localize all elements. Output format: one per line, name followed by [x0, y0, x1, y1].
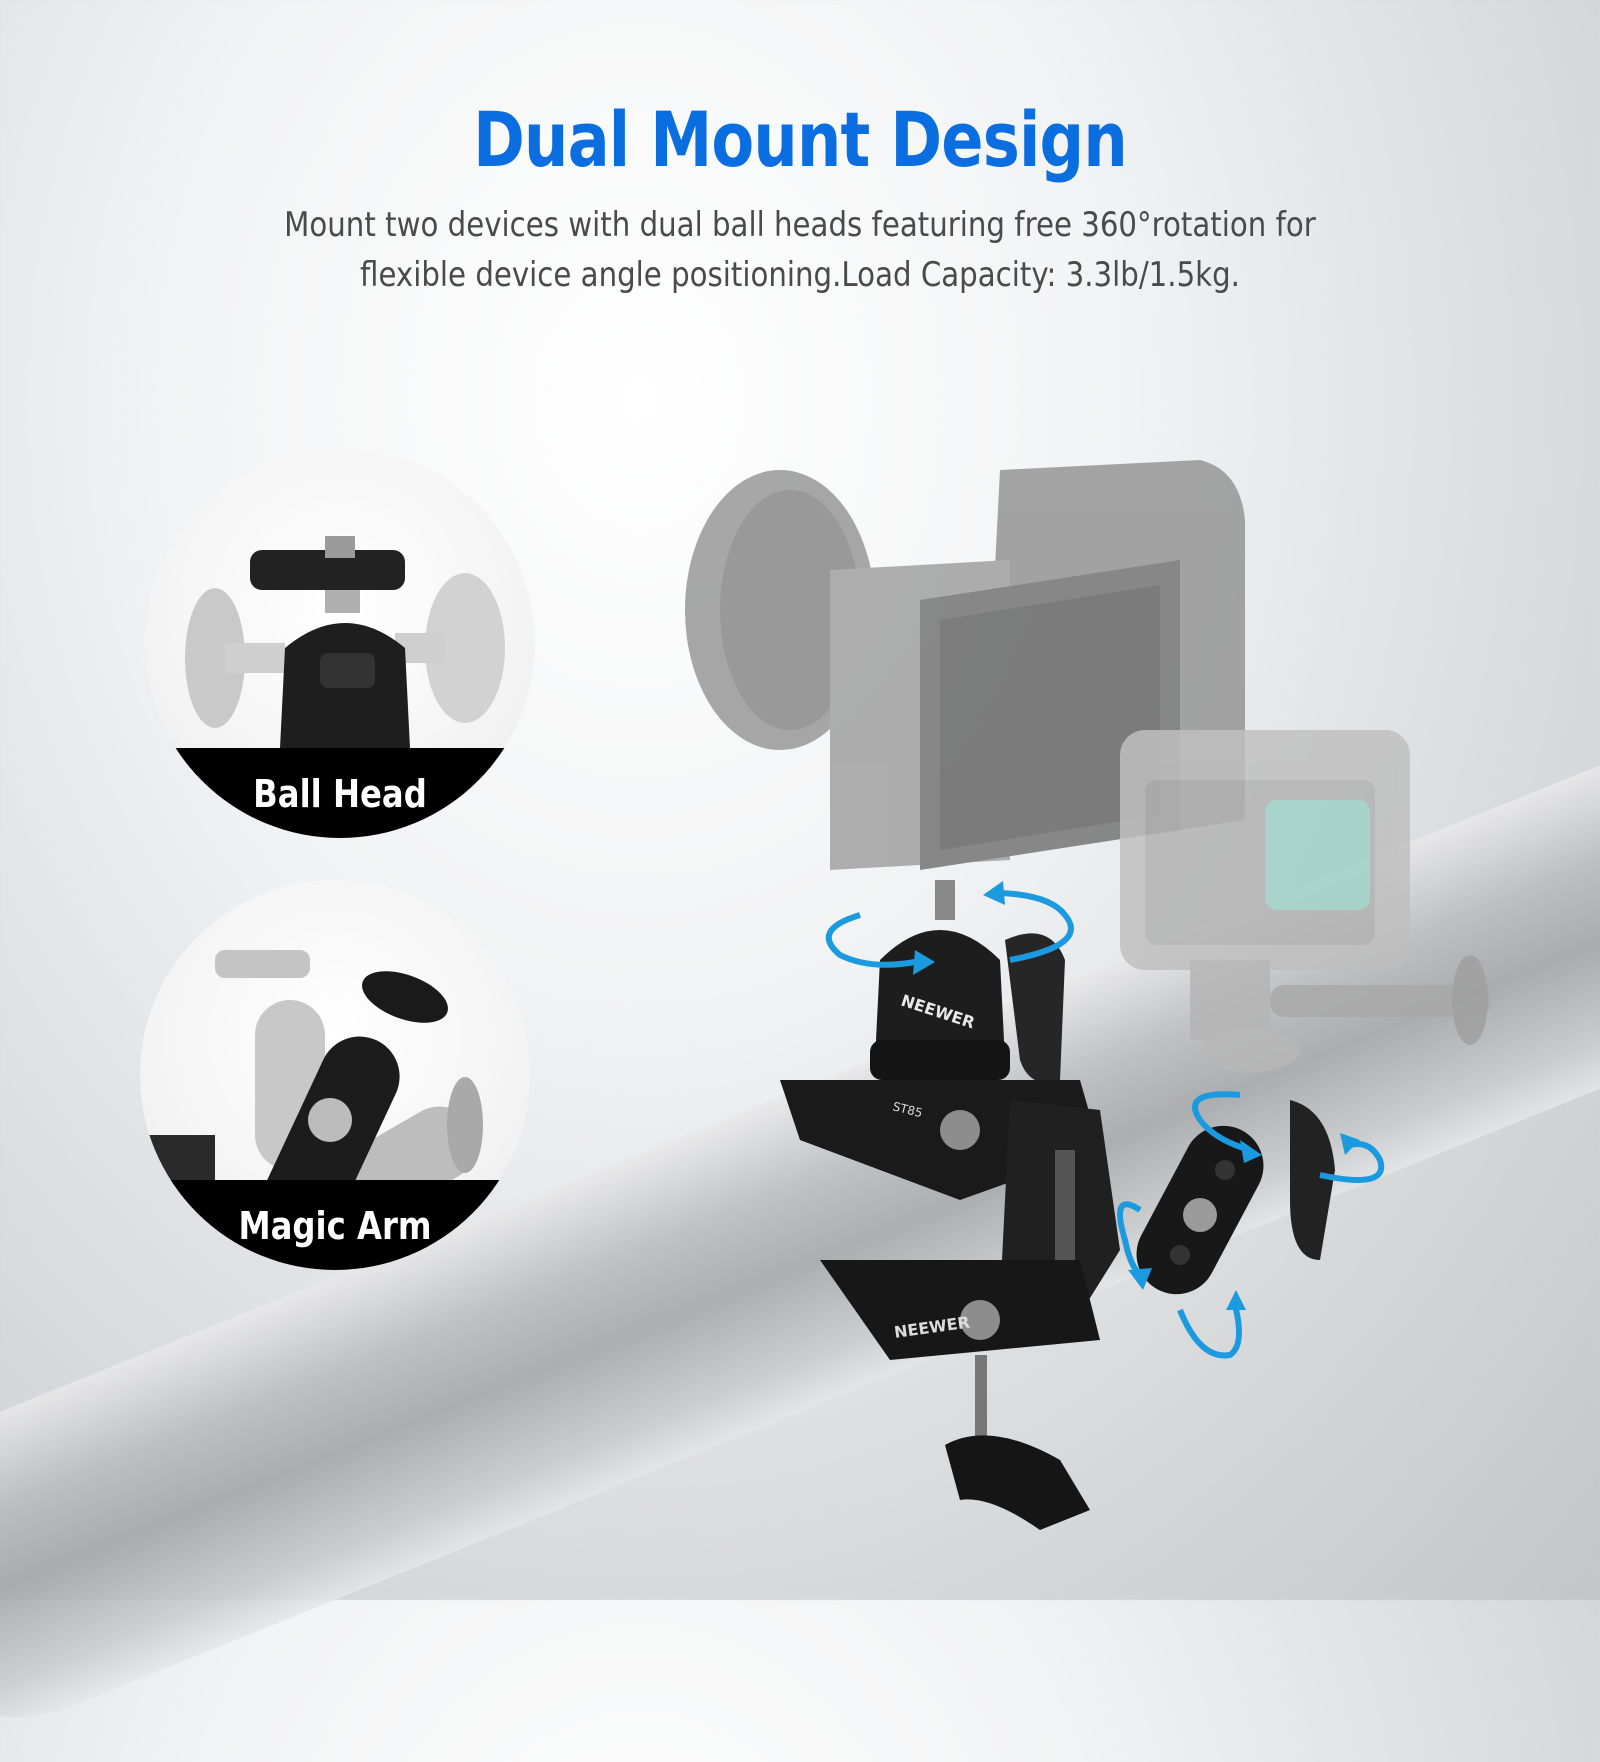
ball-head-callout: Ball Head — [145, 448, 535, 838]
subtitle-line-1: Mount two devices with dual ball heads f… — [284, 205, 1316, 245]
super-clamp — [780, 1080, 1120, 1530]
ball-head-mount — [870, 880, 1065, 1083]
page-subtitle: Mount two devices with dual ball heads f… — [112, 200, 1488, 300]
rotation-arrow-icon — [1117, 1091, 1385, 1359]
label-band — [145, 748, 535, 838]
rotation-arrow-icon — [825, 881, 1074, 975]
page-title: Dual Mount Design — [473, 95, 1128, 184]
magic-arm-mount — [1136, 1100, 1335, 1295]
label-band — [140, 1180, 530, 1270]
ball-head-icon — [185, 536, 505, 748]
action-camera-icon — [1120, 730, 1490, 1072]
subtitle-line-2: flexible device angle positioning.Load C… — [360, 255, 1240, 295]
magic-arm-label: Magic Arm — [238, 1204, 432, 1248]
ball-head-label: Ball Head — [253, 772, 427, 816]
magic-arm-callout: Magic Arm — [140, 880, 530, 1270]
product-illustration: NEEWER ST85 NEEWER — [685, 460, 1490, 1530]
